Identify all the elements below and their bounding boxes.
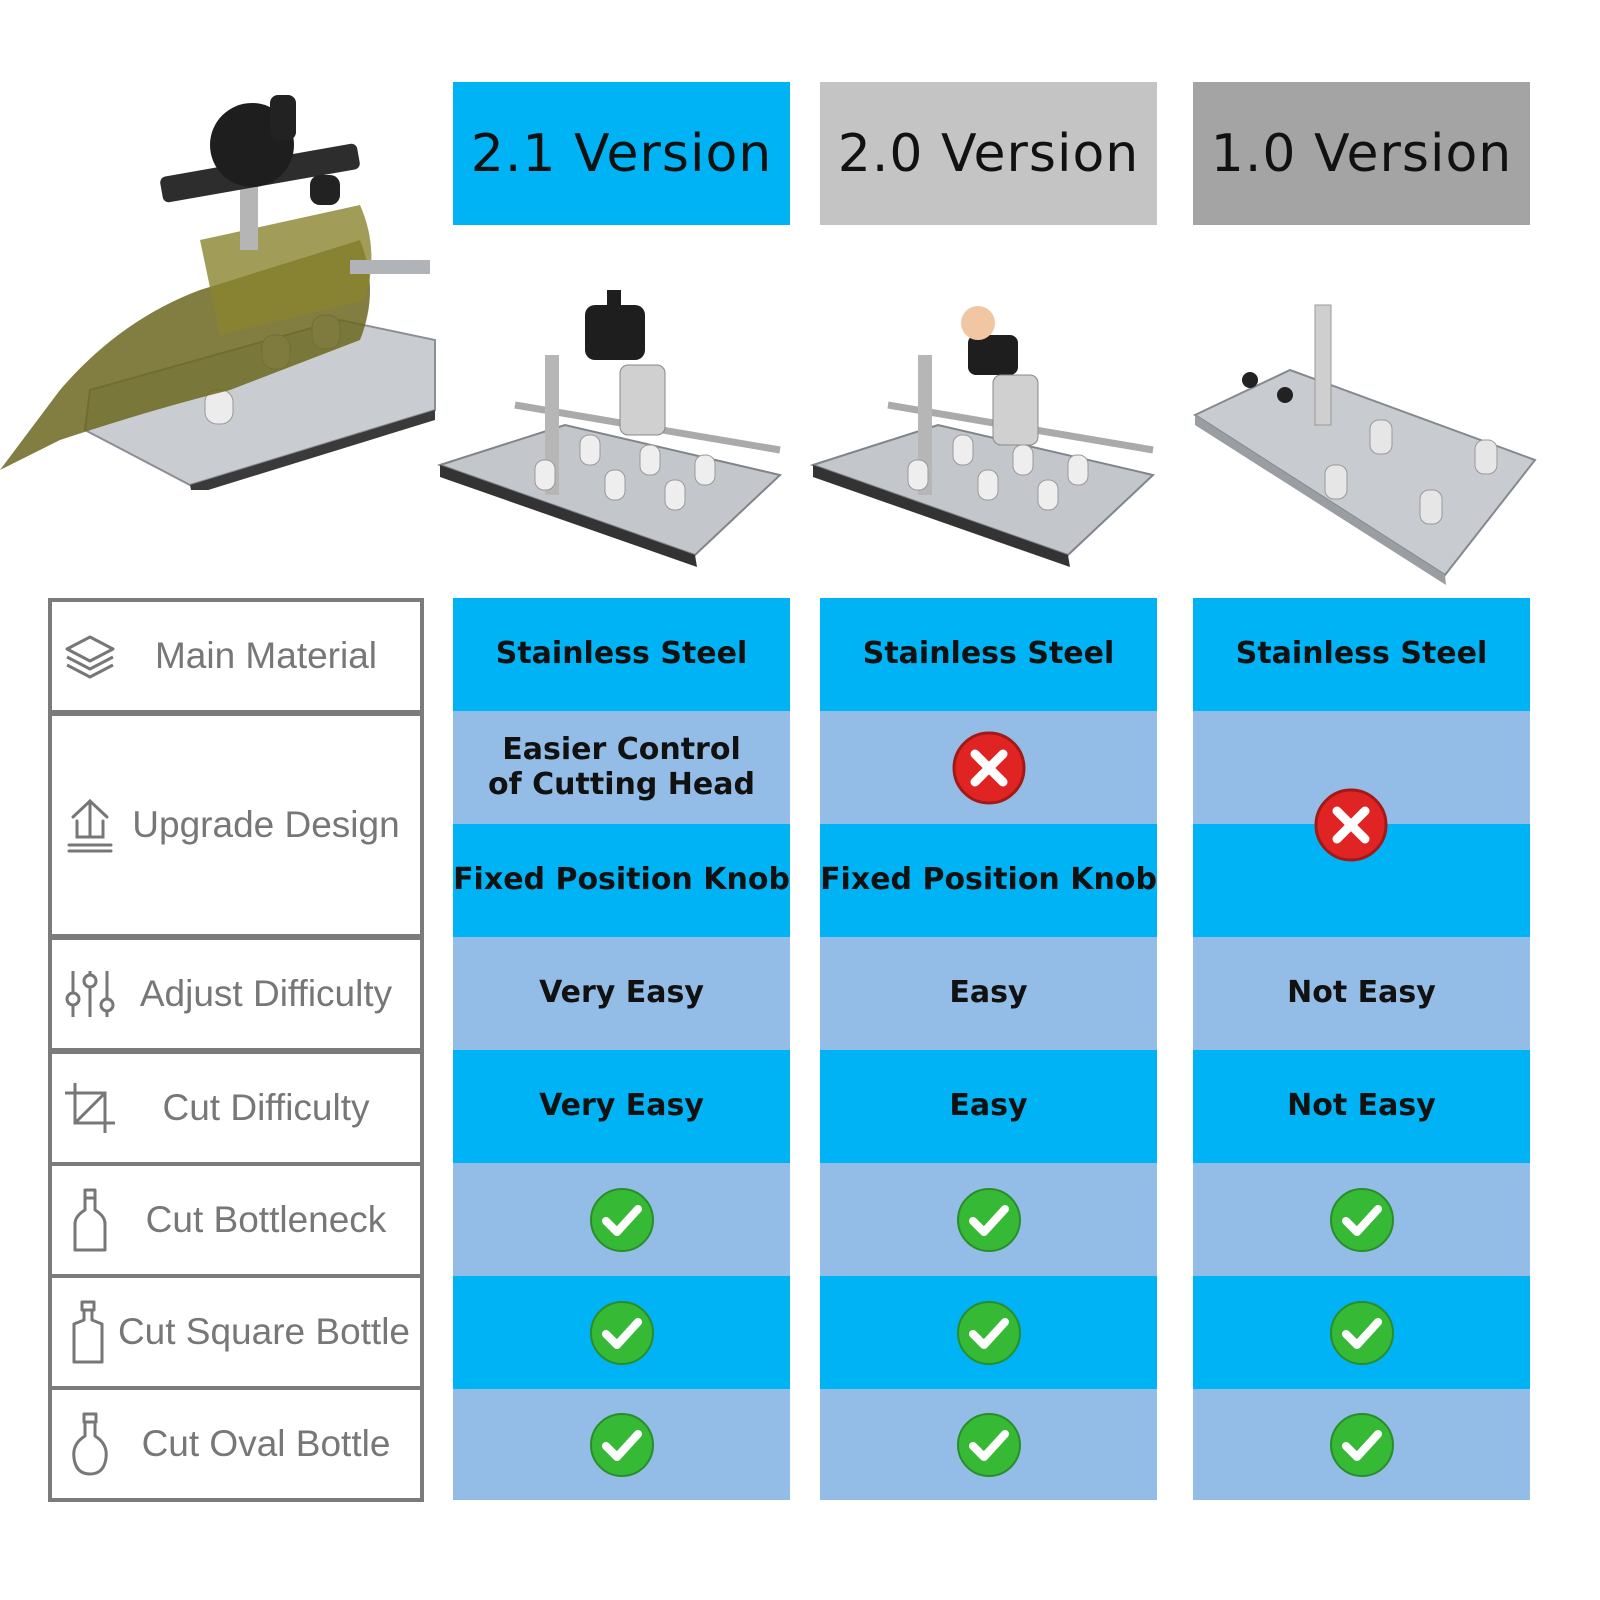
cell-2-1-cut-oval-bottle bbox=[453, 1389, 790, 1500]
version-header-2-1: 2.1 Version bbox=[453, 82, 790, 225]
cross-icon bbox=[1314, 788, 1388, 862]
cell-1-0-cut-square-bottle bbox=[1193, 1276, 1530, 1389]
cell-2-1-upgrade-knob: Fixed Position Knob bbox=[453, 824, 790, 937]
cell-1-0-cut-oval-bottle bbox=[1193, 1389, 1530, 1500]
square-bottle-icon bbox=[58, 1300, 118, 1364]
cell-2-1-cut-bottleneck bbox=[453, 1163, 790, 1276]
feature-label-text: Cut Difficulty bbox=[162, 1087, 370, 1128]
product-image-2-1 bbox=[435, 285, 785, 575]
cell-2-0-upgrade-cutting-head bbox=[820, 711, 1157, 824]
cell-2-1-adjust-difficulty: Very Easy bbox=[453, 937, 790, 1050]
check-icon bbox=[1329, 1412, 1394, 1477]
check-icon bbox=[1329, 1300, 1394, 1365]
check-icon bbox=[589, 1300, 654, 1365]
bottle-icon bbox=[58, 1188, 122, 1252]
check-icon bbox=[589, 1187, 654, 1252]
cell-2-0-cut-oval-bottle bbox=[820, 1389, 1157, 1500]
feature-label-main-material: Main Material bbox=[48, 598, 424, 714]
feature-label-adjust-difficulty: Adjust Difficulty bbox=[48, 936, 424, 1052]
cell-1-0-cut-difficulty: Not Easy bbox=[1193, 1050, 1530, 1163]
sliders-icon bbox=[58, 967, 122, 1021]
cell-2-0-main-material: Stainless Steel bbox=[820, 598, 1157, 711]
version-header-2-0: 2.0 Version bbox=[820, 82, 1157, 225]
check-icon bbox=[956, 1187, 1021, 1252]
feature-label-upgrade-design: Upgrade Design bbox=[48, 712, 424, 938]
upload-icon bbox=[58, 795, 122, 855]
version-header-1-0: 1.0 Version bbox=[1193, 82, 1530, 225]
cell-2-0-adjust-difficulty: Easy bbox=[820, 937, 1157, 1050]
check-icon bbox=[956, 1300, 1021, 1365]
cell-1-0-upgrade-cross bbox=[1313, 787, 1389, 863]
feature-label-text: Cut Square Bottle bbox=[117, 1311, 410, 1352]
feature-label-cut-bottleneck: Cut Bottleneck bbox=[48, 1162, 424, 1278]
oval-bottle-icon bbox=[58, 1412, 122, 1476]
product-image-2-0 bbox=[808, 285, 1158, 575]
check-icon bbox=[956, 1412, 1021, 1477]
feature-label-cut-difficulty: Cut Difficulty bbox=[48, 1050, 424, 1166]
check-icon bbox=[1329, 1187, 1394, 1252]
cell-2-0-cut-bottleneck bbox=[820, 1163, 1157, 1276]
cell-1-0-cut-bottleneck bbox=[1193, 1163, 1530, 1276]
cell-2-0-cut-square-bottle bbox=[820, 1276, 1157, 1389]
layers-icon bbox=[58, 629, 122, 683]
cell-2-1-cut-difficulty: Very Easy bbox=[453, 1050, 790, 1163]
feature-label-cut-square-bottle: Cut Square Bottle bbox=[48, 1274, 424, 1390]
product-image-1-0 bbox=[1190, 295, 1540, 585]
feature-label-text: Cut Bottleneck bbox=[145, 1199, 387, 1240]
cell-2-0-cut-difficulty: Easy bbox=[820, 1050, 1157, 1163]
cross-icon bbox=[952, 731, 1025, 804]
feature-label-text: Adjust Difficulty bbox=[139, 973, 393, 1014]
cell-1-0-main-material: Stainless Steel bbox=[1193, 598, 1530, 711]
hero-product-photo bbox=[0, 90, 440, 490]
cell-text: Easier Control of Cutting Head bbox=[488, 732, 755, 802]
check-icon bbox=[589, 1412, 654, 1477]
feature-label-text: Main Material bbox=[154, 635, 378, 676]
cell-2-1-main-material: Stainless Steel bbox=[453, 598, 790, 711]
feature-label-text: Upgrade Design bbox=[132, 804, 400, 845]
feature-label-text: Cut Oval Bottle bbox=[141, 1423, 391, 1464]
crop-icon bbox=[58, 1081, 122, 1135]
cell-2-1-upgrade-cutting-head: Easier Control of Cutting Head bbox=[453, 711, 790, 824]
cell-2-1-cut-square-bottle bbox=[453, 1276, 790, 1389]
feature-label-cut-oval-bottle: Cut Oval Bottle bbox=[48, 1386, 424, 1502]
cell-2-0-upgrade-knob: Fixed Position Knob bbox=[820, 824, 1157, 937]
cell-1-0-adjust-difficulty: Not Easy bbox=[1193, 937, 1530, 1050]
